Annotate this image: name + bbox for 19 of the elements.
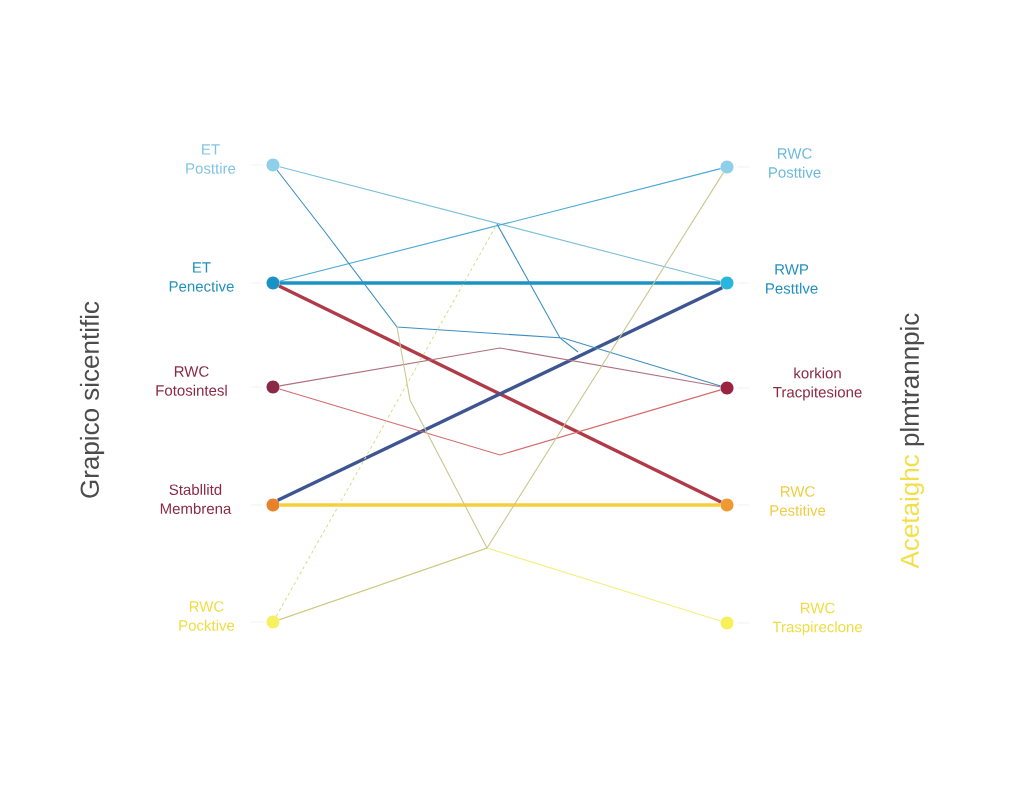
connector-line <box>275 223 498 617</box>
node-label: RWP Pesttlve <box>766 264 818 294</box>
connector-line <box>278 172 724 621</box>
node-label: korkion Tracpitesione <box>773 367 862 401</box>
connector-line <box>278 388 722 456</box>
axis-title: Grapico sicentific <box>79 301 105 498</box>
node-label: RWC Traspireclone <box>772 602 863 636</box>
connector-line <box>279 281 721 285</box>
node-label: RWC Fotosintesl <box>156 366 227 396</box>
node-label: Stabllitd Membrena <box>160 483 232 514</box>
node-label: ET Penective <box>169 262 234 292</box>
node-label: RWC Pocktive <box>179 601 235 631</box>
node-label: RWC Pestitive <box>770 486 826 516</box>
node-label: ET Posttire <box>186 144 236 174</box>
connector-line <box>279 503 721 507</box>
node-label: RWC Posttive <box>769 148 821 178</box>
axis-title: Acetaighc plmtrannpic <box>899 313 925 569</box>
connector-line <box>279 347 721 388</box>
connector-line <box>276 169 722 387</box>
